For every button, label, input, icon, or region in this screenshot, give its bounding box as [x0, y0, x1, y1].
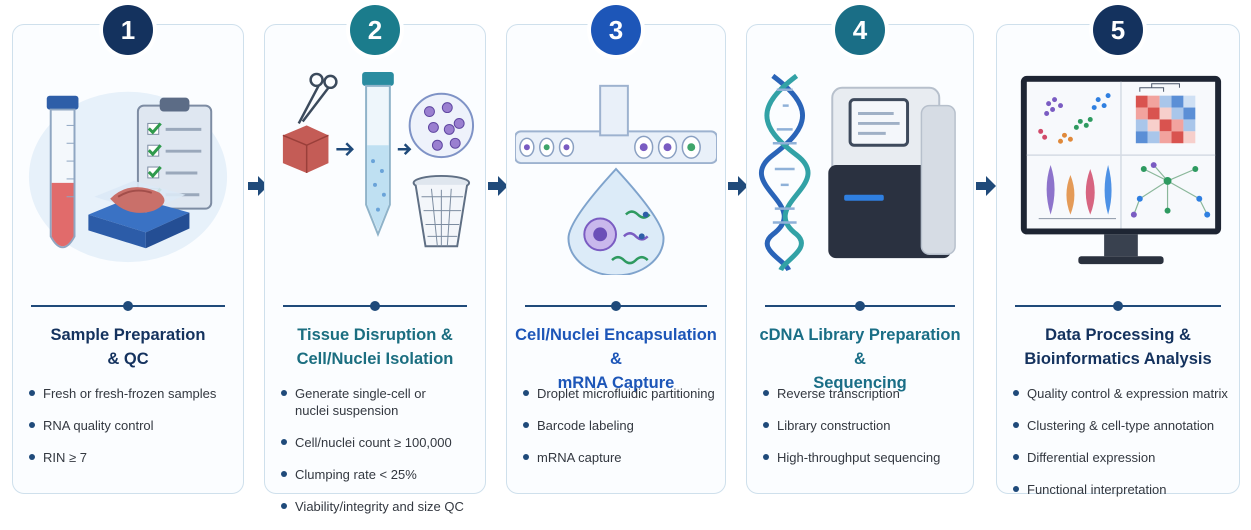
cell-suspension-icon	[408, 92, 475, 159]
step-title-line: Cell/Nuclei Isolation	[296, 350, 454, 368]
step-title: Data Processing & Bioinformatics Analysi…	[1003, 323, 1233, 371]
step-card-4: 4	[746, 5, 974, 494]
step-title-line: Sequencing	[813, 374, 907, 392]
step-title: Cell/Nuclei Encapsulation & mRNA Capture	[513, 323, 719, 395]
sequencing-illustration	[755, 65, 965, 275]
arrow-right-icon	[724, 173, 750, 199]
step-title: Tissue Disruption & Cell/Nuclei Isolatio…	[271, 323, 479, 371]
arrow-right-icon	[972, 173, 998, 199]
centrifuge-tube-icon	[362, 71, 394, 238]
violin-plot-icon	[1038, 165, 1117, 220]
umap-plot-icon	[1038, 93, 1111, 144]
arrow-right-icon	[244, 173, 270, 199]
dna-helix-icon	[758, 73, 811, 272]
step-title-line: Tissue Disruption &	[297, 326, 453, 344]
list-item: Reverse transcription	[761, 385, 967, 402]
step-bullet-list: Droplet microfluidic partitioning Barcod…	[521, 385, 719, 481]
step-title-line: Bioinformatics Analysis	[1024, 350, 1212, 368]
step-card-1: 1	[12, 5, 244, 494]
step-bullet-list: Fresh or fresh-frozen samples RNA qualit…	[27, 385, 237, 481]
list-item: Clumping rate < 25%	[279, 466, 479, 483]
list-item: mRNA capture	[521, 449, 719, 466]
step-title: Sample Preparation & QC	[19, 323, 237, 371]
list-item: Droplet microfluidic partitioning	[521, 385, 719, 402]
tissue-dish-icon	[88, 180, 190, 249]
step-divider	[765, 301, 955, 311]
microfluidic-channel-icon	[515, 84, 717, 165]
step-title-line: & QC	[107, 350, 149, 368]
list-item: RIN ≥ 7	[27, 449, 237, 466]
step-divider	[31, 301, 225, 311]
sequencer-icon	[828, 86, 956, 259]
sample-tube-icon	[46, 95, 79, 249]
step-number-badge: 3	[591, 5, 641, 55]
heatmap-icon	[1135, 83, 1196, 144]
step-number-badge: 2	[350, 5, 400, 55]
step-number-badge: 1	[103, 5, 153, 55]
step-divider	[1015, 301, 1221, 311]
list-item: RNA quality control	[27, 417, 237, 434]
step-bullet-list: Quality control & expression matrix Clus…	[1011, 385, 1233, 513]
scissors-icon	[297, 72, 338, 125]
step-title-line: Sample Preparation	[50, 326, 206, 344]
step-card-2: 2	[264, 5, 486, 514]
list-item: Viability/integrity and size QC	[279, 498, 479, 515]
step-number-badge: 4	[835, 5, 885, 55]
list-item: Differential expression	[1011, 449, 1233, 466]
step-bullet-list: Reverse transcription Library constructi…	[761, 385, 967, 481]
sample-prep-illustration	[21, 65, 235, 275]
list-item: Generate single-cell or nuclei suspensio…	[279, 385, 445, 419]
step-divider	[283, 301, 467, 311]
tissue-block-icon	[282, 125, 329, 173]
step-card-3: 3	[506, 5, 726, 494]
cell-strainer-icon	[412, 174, 471, 248]
step-title-line: cDNA Library Preparation &	[759, 326, 961, 368]
list-item: Fresh or fresh-frozen samples	[27, 385, 237, 402]
tissue-disruption-illustration	[273, 65, 477, 275]
list-item: High-throughput sequencing	[761, 449, 967, 466]
step-card-5: 5	[996, 5, 1240, 497]
encapsulation-illustration	[515, 65, 717, 275]
step-bullet-list: Generate single-cell or nuclei suspensio…	[279, 385, 479, 530]
list-item: Quality control & expression matrix	[1011, 385, 1233, 402]
step-title: cDNA Library Preparation & Sequencing	[753, 323, 967, 395]
droplet-cell-icon	[567, 167, 665, 275]
arrow-right-icon	[484, 173, 510, 199]
list-item: Functional interpretation	[1011, 481, 1233, 498]
step-title-line: Cell/Nuclei Encapsulation &	[515, 326, 717, 368]
bioinformatics-illustration	[1005, 65, 1231, 275]
list-item: Barcode labeling	[521, 417, 719, 434]
network-graph-icon	[1130, 162, 1211, 218]
step-title-line: mRNA Capture	[557, 374, 675, 392]
list-item: Library construction	[761, 417, 967, 434]
list-item: Clustering & cell-type annotation	[1011, 417, 1233, 434]
step-title-line: Data Processing &	[1045, 326, 1191, 344]
step-number-badge: 5	[1093, 5, 1143, 55]
clipboard-checklist-icon	[136, 97, 213, 210]
list-item: Cell/nuclei count ≥ 100,000	[279, 434, 479, 451]
step-divider	[525, 301, 707, 311]
